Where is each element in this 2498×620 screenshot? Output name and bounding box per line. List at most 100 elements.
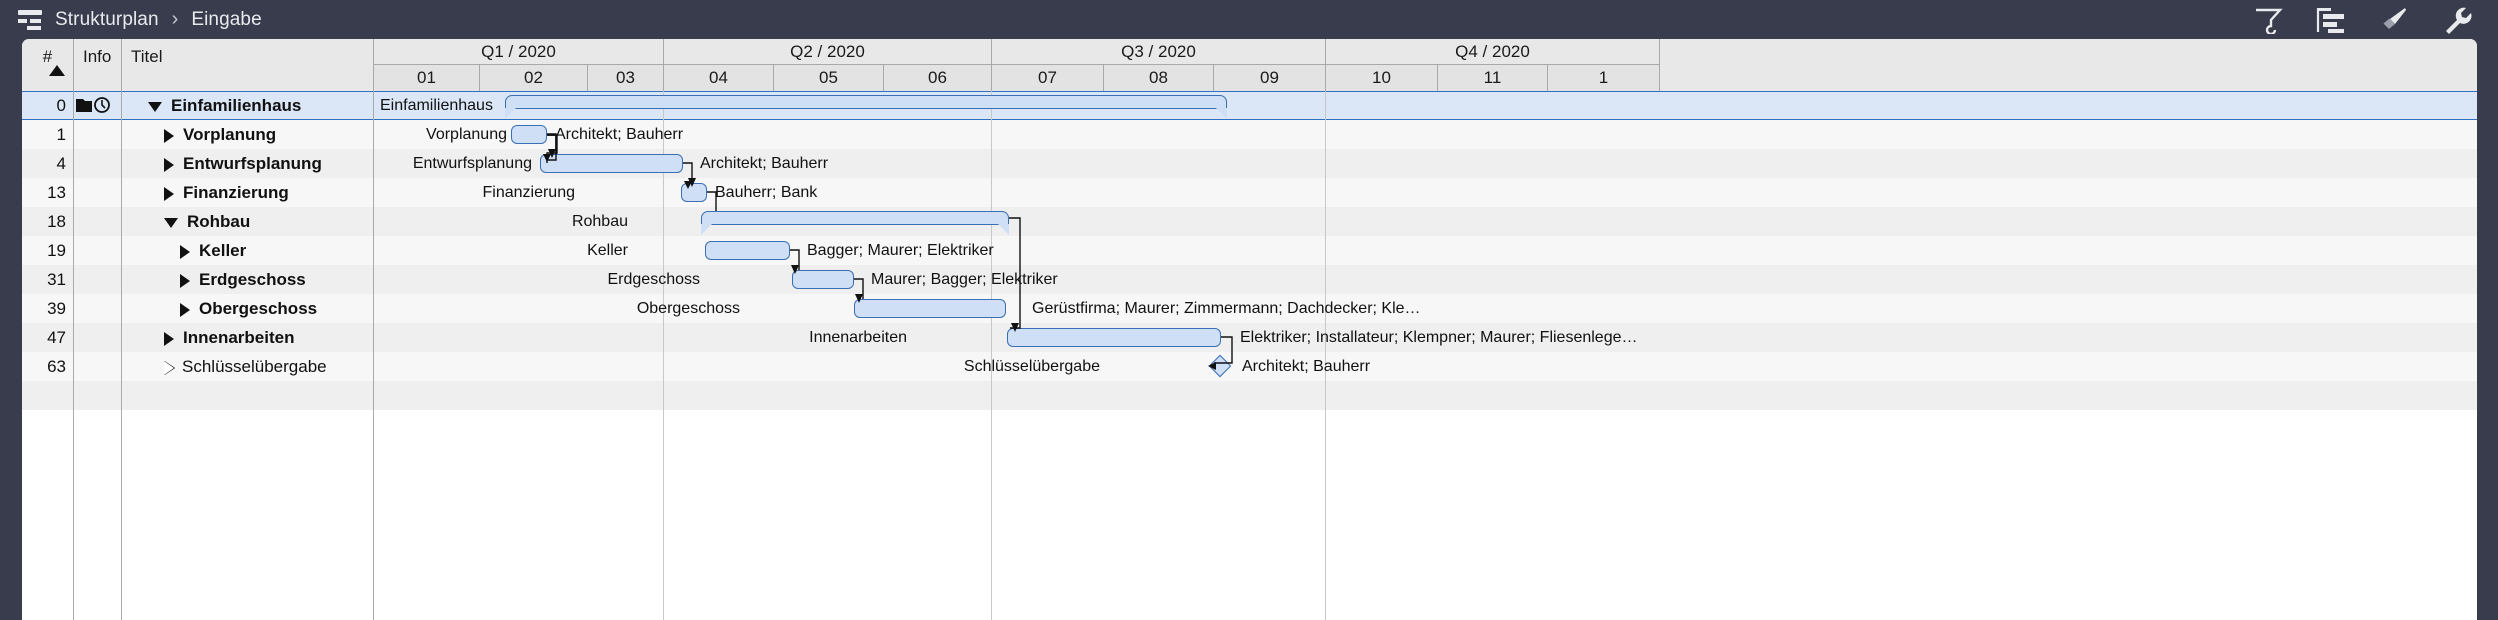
row-number: 39 — [47, 299, 66, 318]
month-header-12: 1 — [1548, 65, 1660, 91]
collapse-toggle-icon[interactable] — [148, 101, 162, 112]
breadcrumb-item-eingabe[interactable]: Eingabe — [191, 8, 262, 30]
sort-ascending-icon — [49, 65, 65, 76]
row-title[interactable]: Innenarbeiten — [164, 323, 294, 352]
gantt-window: # Info Titel Q1 / 2020 Q2 / 2020 Q3 / 20… — [22, 39, 2477, 620]
task-bar[interactable] — [1007, 328, 1221, 347]
row-title[interactable]: Schlüsselübergabe — [164, 352, 327, 381]
row-title-label: Keller — [199, 241, 247, 260]
table-header: # Info Titel Q1 / 2020 Q2 / 2020 Q3 / 20… — [22, 39, 2477, 91]
row-title-label: Obergeschoss — [199, 299, 318, 318]
table-row[interactable] — [22, 91, 2477, 120]
quarter-header-q2: Q2 / 2020 — [664, 39, 992, 65]
row-number: 13 — [47, 183, 66, 202]
table-row[interactable] — [22, 323, 2477, 352]
expand-toggle-icon[interactable] — [180, 273, 190, 288]
row-title-label: Finanzierung — [183, 183, 289, 202]
month-header-08: 08 — [1104, 65, 1214, 91]
table-row[interactable] — [22, 265, 2477, 294]
task-bar[interactable] — [511, 125, 547, 144]
breadcrumb-item-strukturplan[interactable]: Strukturplan — [55, 8, 159, 30]
month-header-01: 01 — [374, 65, 480, 91]
row-number: 47 — [47, 328, 66, 347]
filter-funnel-icon[interactable] — [2251, 5, 2285, 35]
table-row-empty[interactable] — [22, 381, 2477, 410]
summary-bar[interactable] — [701, 211, 1009, 235]
task-bar[interactable] — [792, 270, 854, 289]
bar-label-left: Finanzierung — [482, 184, 576, 201]
structure-plan-icon — [18, 9, 42, 30]
breadcrumb: Strukturplan › Eingabe — [18, 8, 262, 31]
row-number: 31 — [47, 270, 66, 289]
clock-icon — [94, 97, 110, 113]
row-title[interactable]: Keller — [180, 236, 246, 265]
outline-list-icon[interactable] — [2314, 5, 2348, 35]
table-row[interactable] — [22, 120, 2477, 149]
row-title-label: Erdgeschoss — [199, 270, 306, 289]
expand-toggle-icon[interactable] — [180, 302, 190, 317]
row-title[interactable]: Rohbau — [164, 207, 250, 236]
row-number: 0 — [56, 96, 66, 115]
task-bar[interactable] — [540, 154, 683, 173]
bar-label-left: Erdgeschoss — [607, 271, 701, 288]
row-title[interactable]: Vorplanung — [164, 120, 276, 149]
month-header-05: 05 — [774, 65, 884, 91]
column-header-info-label: Info — [83, 47, 112, 66]
row-title[interactable]: Obergeschoss — [180, 294, 317, 323]
column-header-title-label: Titel — [131, 47, 163, 66]
table-row[interactable] — [22, 178, 2477, 207]
row-number: 19 — [47, 241, 66, 260]
table-row[interactable] — [22, 207, 2477, 236]
column-header-title[interactable]: Titel — [122, 39, 374, 91]
expand-toggle-icon[interactable] — [164, 128, 174, 143]
bar-label-resources: Bagger; Maurer; Elektriker — [807, 242, 994, 259]
bar-label-left: Obergeschoss — [636, 300, 740, 317]
bar-label-left: Innenarbeiten — [809, 329, 907, 346]
table-row[interactable] — [22, 236, 2477, 265]
row-number: 4 — [56, 154, 66, 173]
row-title-label: Entwurfsplanung — [183, 154, 322, 173]
row-title[interactable]: Einfamilienhaus — [148, 91, 301, 120]
task-bar[interactable] — [854, 299, 1006, 318]
table-row[interactable] — [22, 294, 2477, 323]
month-header-04: 04 — [664, 65, 774, 91]
bar-label-resources: Bauherr; Bank — [715, 184, 818, 201]
dependency-links — [543, 133, 1233, 370]
bar-label-left: Entwurfsplanung — [412, 155, 532, 172]
row-title[interactable]: Entwurfsplanung — [164, 149, 322, 178]
chevron-right-icon: › — [171, 8, 179, 30]
row-title[interactable]: Erdgeschoss — [180, 265, 306, 294]
row-title-label: Vorplanung — [183, 125, 277, 144]
row-title[interactable]: Finanzierung — [164, 178, 289, 207]
bar-label-resources: Gerüstfirma; Maurer; Zimmermann; Dachdec… — [1032, 300, 1421, 317]
row-number: 1 — [56, 125, 66, 144]
row-title-label: Einfamilienhaus — [171, 96, 302, 115]
expand-toggle-icon[interactable] — [164, 361, 175, 376]
summary-bar[interactable] — [505, 95, 1227, 119]
table-row[interactable] — [22, 149, 2477, 178]
expand-toggle-icon[interactable] — [164, 157, 174, 172]
task-bar[interactable] — [705, 241, 790, 260]
bar-label-left: Keller — [587, 242, 628, 259]
row-info-icons[interactable] — [74, 91, 122, 120]
quarter-header-q3: Q3 / 2020 — [992, 39, 1326, 65]
paintbrush-icon[interactable] — [2377, 5, 2411, 35]
month-header-02: 02 — [480, 65, 588, 91]
wrench-icon[interactable] — [2440, 5, 2474, 35]
folder-icon — [76, 99, 92, 112]
bar-label-resources: Elektriker; Installateur; Klempner; Maur… — [1240, 329, 1638, 346]
month-header-07: 07 — [992, 65, 1104, 91]
quarter-header-q1: Q1 / 2020 — [374, 39, 664, 65]
row-title-label: Rohbau — [187, 212, 251, 231]
expand-toggle-icon[interactable] — [164, 186, 174, 201]
collapse-toggle-icon[interactable] — [164, 217, 178, 228]
gantt-grid: 0 Einfamilienhaus Einfamilienhaus 1 Vorp… — [22, 91, 2477, 620]
table-row[interactable] — [22, 352, 2477, 381]
column-header-number[interactable]: # — [22, 39, 74, 91]
expand-toggle-icon[interactable] — [164, 331, 174, 346]
column-header-info[interactable]: Info — [74, 39, 122, 91]
expand-toggle-icon[interactable] — [180, 244, 190, 259]
toolbar — [2251, 5, 2474, 35]
month-header-06: 06 — [884, 65, 992, 91]
row-number: 18 — [47, 212, 66, 231]
